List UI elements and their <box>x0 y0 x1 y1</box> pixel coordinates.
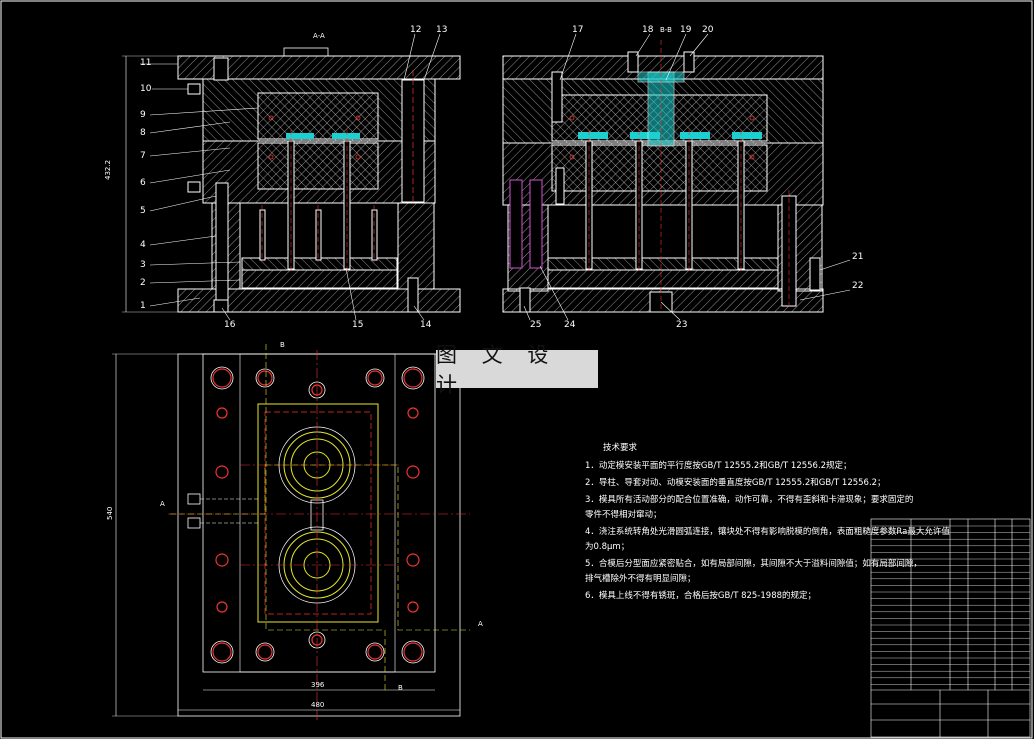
part-number-label: 7 <box>140 151 146 161</box>
cut-label-a-left: A <box>160 500 165 508</box>
plan-view <box>112 344 470 720</box>
tech-req-line: 零件不得相对窜动； <box>585 510 662 520</box>
part-number-label: 22 <box>852 281 864 291</box>
tech-req-line: 为0.8μm； <box>585 542 630 552</box>
title-block <box>870 518 1031 738</box>
dimension-width-outer: 480 <box>311 701 325 709</box>
section-label-left: A-A <box>313 32 325 40</box>
part-number-label: 25 <box>530 320 542 330</box>
part-number-label: 19 <box>680 25 692 35</box>
part-number-label: 1 <box>140 301 146 311</box>
tech-req-line: 1．动定模安装平面的平行度按GB/T 12555.2和GB/T 12556.2规… <box>585 461 852 471</box>
part-number-label: 13 <box>436 25 448 35</box>
right-section-view <box>502 40 824 313</box>
part-number-label: 20 <box>702 25 714 35</box>
part-number-label: 9 <box>140 110 146 120</box>
dimension-height-plan: 540 <box>106 506 114 520</box>
part-number-label: 15 <box>352 320 364 330</box>
part-number-label: 10 <box>140 84 152 94</box>
tech-req-line: 4．浇注系统转角处光滑圆弧连接，镶块处不得有影响脱模的倒角，表面粗糙度参数Ra最… <box>585 527 950 537</box>
part-number-label: 2 <box>140 278 146 288</box>
part-number-label: 14 <box>420 320 432 330</box>
cut-label-a-right: A <box>478 620 483 628</box>
part-number-label: 17 <box>572 25 584 35</box>
part-number-label: 5 <box>140 206 146 216</box>
dimension-height-left: 432.2 <box>104 159 112 180</box>
part-number-label: 6 <box>140 178 146 188</box>
part-number-label: 24 <box>564 320 576 330</box>
tech-req-title: 技术要求 <box>603 443 638 453</box>
part-number-label: 12 <box>410 25 422 35</box>
part-number-label: 8 <box>140 128 146 138</box>
tech-req-line: 2．导柱、导套对动、动模安装面的垂直度按GB/T 12555.2和GB/T 12… <box>585 478 886 488</box>
part-number-label: 4 <box>140 240 146 250</box>
tech-req-line: 5．合模后分型面应紧密贴合，如有局部间隙，其间隙不大于溢料间隙值；如有局部间隙， <box>585 559 922 569</box>
part-number-label: 23 <box>676 320 688 330</box>
tech-req-line: 6．模具上线不得有锈斑，合格后按GB/T 825-1988的规定； <box>585 591 817 601</box>
cut-label-b-bottom: B <box>398 684 403 692</box>
part-number-label: 18 <box>642 25 654 35</box>
part-number-label: 21 <box>852 252 864 262</box>
cut-label-b-top: B <box>280 341 285 349</box>
part-number-label: 11 <box>140 58 152 68</box>
left-leaders <box>140 33 441 321</box>
dimension-width-inner: 396 <box>311 681 325 689</box>
right-leaders <box>523 33 851 321</box>
tech-req-line: 排气槽除外不得有明显间隙； <box>585 574 696 584</box>
part-number-label: 3 <box>140 260 146 270</box>
watermark-banner: 图 文 设 计 <box>436 343 598 397</box>
part-number-label: 16 <box>224 320 236 330</box>
section-label-right: B-B <box>660 26 672 34</box>
tech-req-line: 3．模具所有活动部分的配合位置准确，动作可靠，不得有歪斜和卡滞现象；要求固定的 <box>585 495 914 505</box>
left-section-view <box>122 47 461 313</box>
